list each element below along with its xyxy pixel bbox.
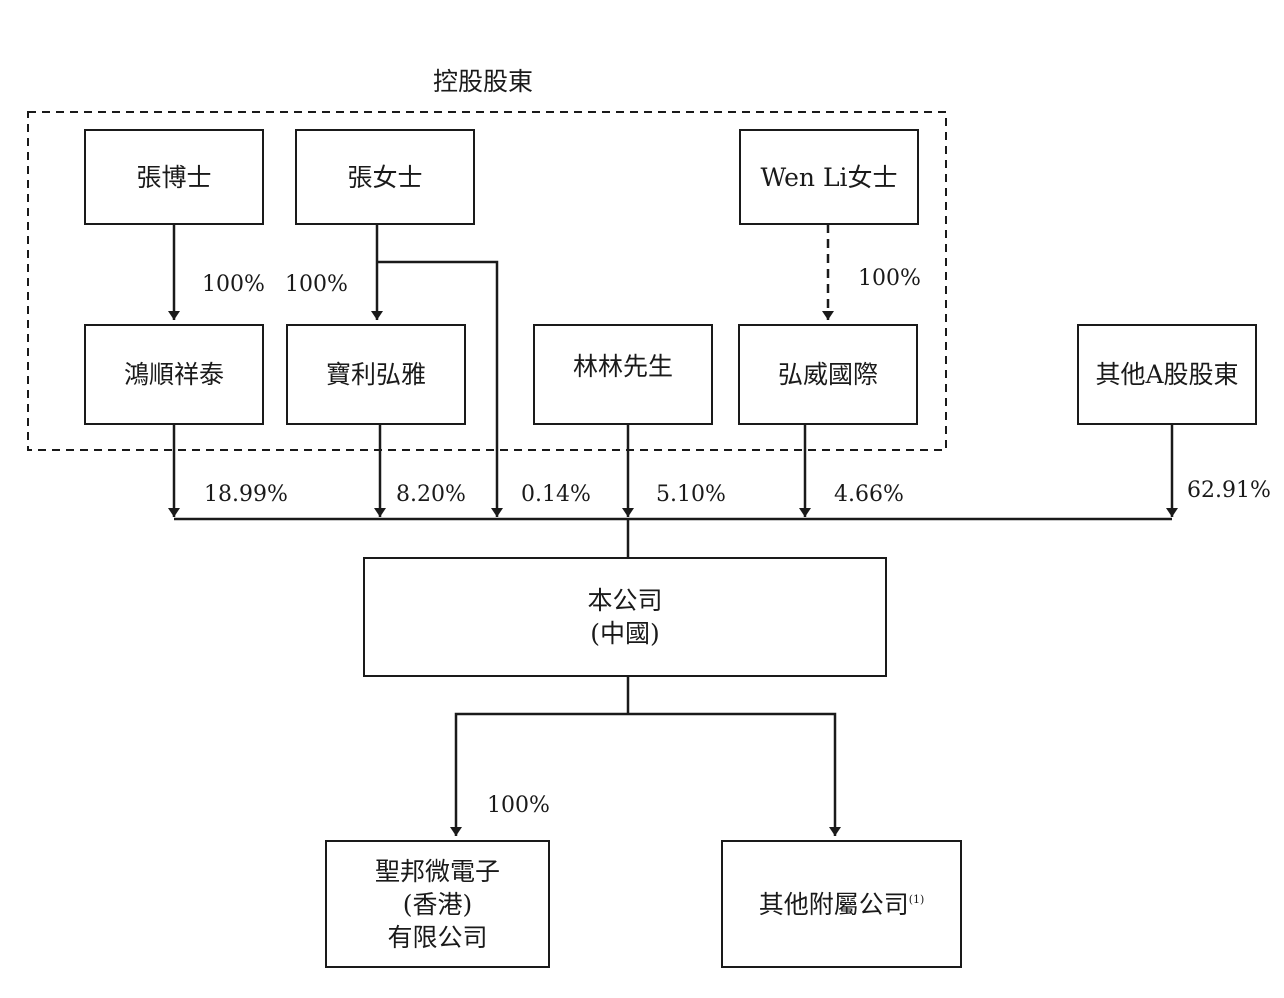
stake-other-a-company: 62.91% (1187, 478, 1271, 503)
entity-other-a-shareholders: 其他A股股東 (1077, 324, 1257, 425)
stake-hongshun-company: 18.99% (204, 482, 288, 507)
entity-other-subsidiaries: 其他附屬公司(1) (721, 840, 962, 968)
entity-wen-li: Wen Li女士 (739, 129, 919, 225)
entity-hk-subsidiary-line3: 有限公司 (387, 922, 488, 952)
entity-hongshun: 鴻順祥泰 (84, 324, 264, 425)
entity-mr-lin: 林林先生 (533, 324, 713, 425)
entity-mr-lin-label: 林林先生 (572, 352, 673, 381)
arrow-ms-zhang-to-company (377, 260, 503, 517)
stake-hongwei-company: 4.66% (834, 482, 904, 507)
arrow-company-to-other-subs (628, 712, 841, 836)
entity-dr-zhang: 張博士 (84, 129, 264, 225)
entity-other-subsidiaries-label: 其他附屬公司(1) (759, 888, 925, 921)
entity-hongwei-label: 弘威國際 (777, 360, 878, 389)
entity-hk-subsidiary-line1: 聖邦微電子 (374, 856, 500, 886)
entity-other-a-shareholders-label: 其他A股股東 (1095, 360, 1239, 389)
entity-company-location: (中國) (590, 619, 660, 648)
entity-company-name: 本公司 (587, 586, 663, 615)
controlling-shareholders-boundary (27, 111, 947, 451)
arrow-company-to-hk-sub (450, 712, 628, 836)
footnote-marker: (1) (908, 892, 925, 906)
entity-dr-zhang-label: 張博士 (136, 162, 212, 192)
stake-company-hk-sub: 100% (487, 793, 550, 818)
entity-wen-li-label: Wen Li女士 (760, 162, 898, 192)
entity-company: 本公司 (中國) (363, 557, 887, 677)
stake-baoli-company: 8.20% (396, 482, 466, 507)
stake-ms-zhang-company: 0.14% (521, 482, 591, 507)
entity-other-subsidiaries-text: 其他附屬公司 (758, 889, 909, 919)
entity-hongshun-label: 鴻順祥泰 (123, 360, 224, 389)
entity-ms-zhang: 張女士 (295, 129, 475, 225)
entity-baoli: 寶利弘雅 (286, 324, 466, 425)
entity-ms-zhang-label: 張女士 (347, 162, 423, 192)
stake-mr-lin-company: 5.10% (656, 482, 726, 507)
stake-ms-zhang-baoli: 100% (285, 272, 348, 297)
controlling-shareholders-title: 控股股東 (433, 67, 534, 96)
entity-hk-subsidiary: 聖邦微電子 (香港) 有限公司 (325, 840, 550, 968)
entity-baoli-label: 寶利弘雅 (325, 360, 426, 389)
entity-hongwei: 弘威國際 (738, 324, 918, 425)
stake-dr-zhang-hongshun: 100% (202, 272, 265, 297)
entity-hk-subsidiary-line2: (香港) (402, 889, 473, 919)
stake-wen-li-hongwei: 100% (858, 266, 921, 291)
